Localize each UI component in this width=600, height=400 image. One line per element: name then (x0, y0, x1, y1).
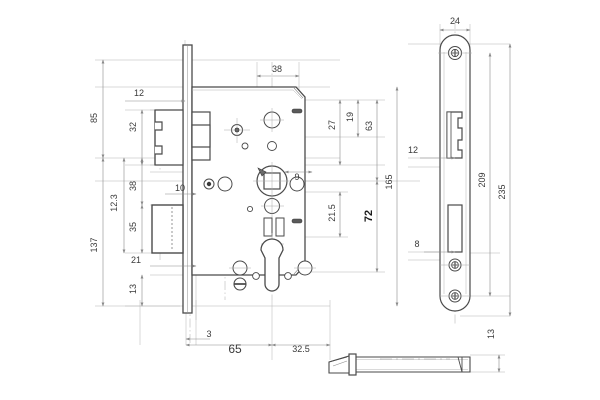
dim-209: 209 (477, 172, 487, 187)
dim-12: 12 (134, 88, 144, 98)
pivot-pin (224, 118, 250, 143)
faceplate-front-view (438, 34, 472, 312)
twin-slots (263, 217, 303, 237)
dim-21-5: 21.5 (327, 204, 337, 222)
dim-13: 13 (128, 284, 138, 294)
latch-bolt (154, 109, 211, 166)
pin-left-case (203, 178, 215, 190)
dim-8-faceplate: 8 (414, 239, 419, 249)
faceplate-screw-mid (440, 258, 470, 272)
dim-24: 24 (450, 16, 460, 26)
fixing-hole-top (260, 108, 284, 132)
faceplate-deadbolt-aperture (447, 204, 463, 253)
dim-38-top: 38 (272, 64, 282, 74)
slot-top-right (291, 108, 303, 114)
faceplate-side-view (328, 353, 471, 376)
dim-65: 65 (228, 342, 242, 356)
dim-72: 72 (363, 210, 375, 222)
small-holes-upper (241, 141, 277, 151)
dim-32: 32 (128, 122, 138, 132)
dimension-lines (101, 28, 512, 373)
dim-12-faceplate: 12 (408, 145, 418, 155)
dim-137: 137 (89, 237, 99, 252)
holes-below-follower (246, 195, 284, 218)
dim-21: 21 (131, 255, 141, 265)
lock-body-front-view (151, 44, 316, 314)
dead-bolt (151, 204, 184, 254)
dim-10: 10 (175, 183, 185, 193)
dim-13-faceplate: 13 (486, 329, 496, 339)
dim-19: 19 (345, 112, 355, 122)
faceplate-screw-top (438, 46, 472, 60)
cylinder-side-holes (229, 260, 316, 280)
dim-3: 3 (206, 329, 211, 339)
dim-85: 85 (89, 113, 99, 123)
faceplate-screw-bottom (440, 289, 470, 303)
lock-faceplate-edge (182, 44, 193, 314)
dim-12-3: 12.3 (109, 194, 119, 212)
dim-38-left: 38 (128, 181, 138, 191)
dim-35: 35 (128, 222, 138, 232)
dim-165: 165 (384, 174, 394, 189)
dimension-labels: 85 137 12.3 12 32 38 35 21 13 10 3 65 32… (89, 16, 507, 356)
dim-63: 63 (364, 121, 374, 131)
slotted-screw (233, 277, 247, 291)
euro-cylinder-hole (260, 238, 284, 292)
dim-27: 27 (327, 120, 337, 130)
follower-spindle-hole (253, 162, 291, 200)
dim-32-5: 32.5 (292, 344, 310, 354)
side-holes-follower (217, 176, 305, 192)
dim-9: 9 (294, 172, 299, 182)
dim-235: 235 (497, 184, 507, 199)
